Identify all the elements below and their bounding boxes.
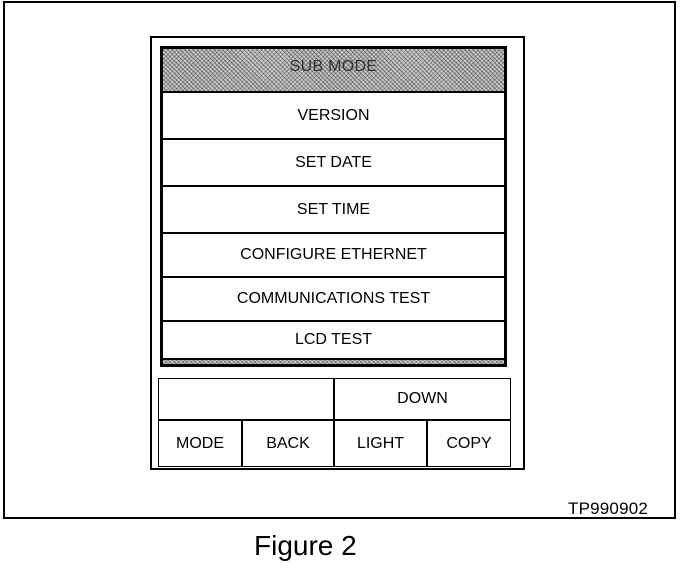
figure-caption: Figure 2 [254,530,357,561]
menu-item-set-time[interactable]: SET TIME [163,187,504,234]
figure-code: TP990902 [568,499,649,518]
back-button[interactable]: BACK [243,421,335,466]
lcd-screen: SUB MODE VERSION SET DATE SET TIME CONFI… [160,46,507,367]
light-button[interactable]: LIGHT [335,421,428,466]
screen-title: SUB MODE [289,58,378,75]
menu-item-configure-ethernet[interactable]: CONFIGURE ETHERNET [163,234,504,278]
menu-item-version[interactable]: VERSION [163,93,504,140]
mode-button[interactable]: MODE [159,421,243,466]
figure-frame: SUB MODE VERSION SET DATE SET TIME CONFI… [3,1,676,519]
button-grid: DOWN MODE BACK LIGHT COPY [158,378,511,467]
blank-softkey[interactable] [159,379,335,421]
menu-item-set-date[interactable]: SET DATE [163,140,504,187]
sub-mode-menu: VERSION SET DATE SET TIME CONFIGURE ETHE… [163,91,504,360]
menu-item-lcd-test[interactable]: LCD TEST [294,331,373,348]
menu-item-communications-test[interactable]: COMMUNICATIONS TEST [163,278,504,322]
down-button[interactable]: DOWN [335,379,510,421]
copy-button[interactable]: COPY [428,421,510,466]
device-panel: SUB MODE VERSION SET DATE SET TIME CONFI… [150,36,525,470]
